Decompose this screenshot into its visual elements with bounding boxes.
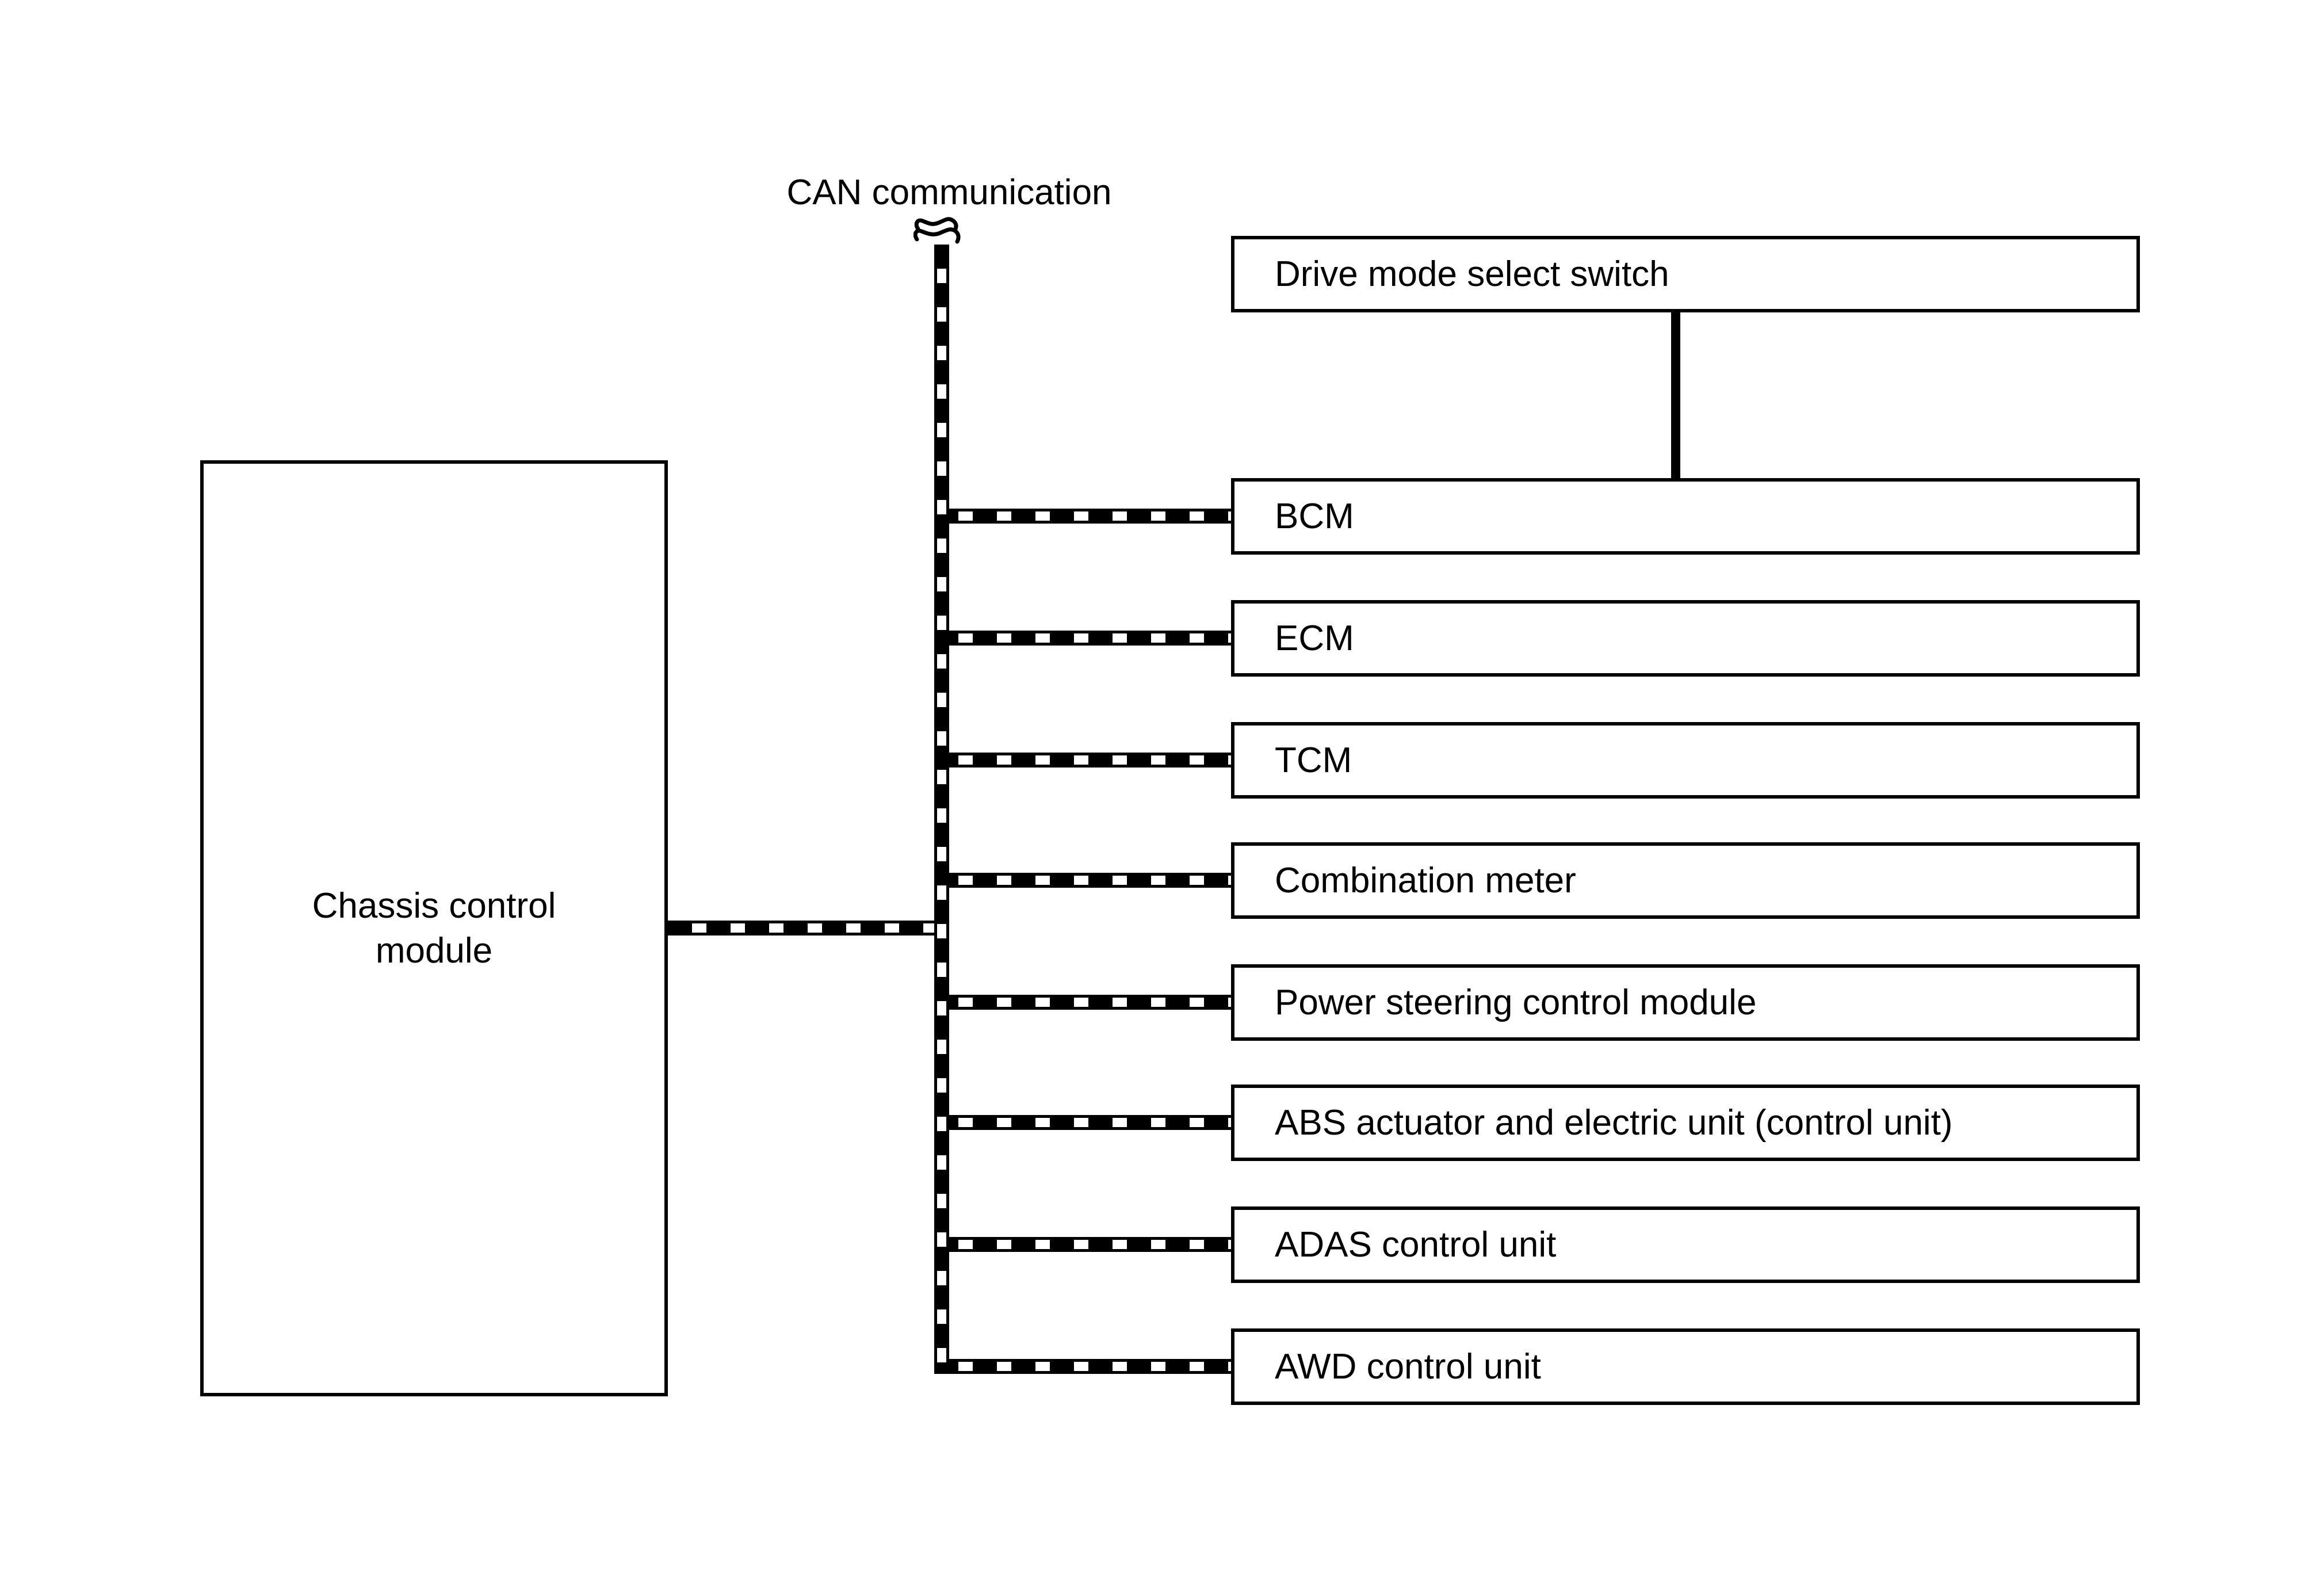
can-communication-label: CAN communication — [786, 173, 1112, 212]
ecu-label: BCM — [1275, 497, 1354, 536]
ecu-box-power-steering-control-module: Power steering control module — [1231, 964, 2140, 1041]
ecu-label: TCM — [1275, 740, 1352, 780]
can-branch-line-combination-meter — [934, 873, 1231, 888]
ecu-box-abs-actuator: ABS actuator and electric unit (control … — [1231, 1085, 2140, 1161]
can-branch-line-power-steering — [934, 995, 1231, 1010]
chassis-control-module-box: Chassis control module — [200, 460, 668, 1396]
can-branch-line-adas — [934, 1237, 1231, 1252]
can-branch-line-abs — [934, 1115, 1231, 1130]
drive-mode-select-switch-label: Drive mode select switch — [1275, 254, 1669, 294]
ecu-box-tcm: TCM — [1231, 722, 2140, 799]
can-branch-line-bcm — [934, 509, 1231, 524]
drive-mode-select-switch-box: Drive mode select switch — [1231, 236, 2140, 312]
ecu-label: Combination meter — [1275, 861, 1576, 900]
ecu-label: AWD control unit — [1275, 1347, 1541, 1387]
can-branch-line-tcm — [934, 753, 1231, 768]
can-branch-line-ecm — [934, 631, 1231, 646]
ecu-box-combination-meter: Combination meter — [1231, 842, 2140, 919]
ecu-box-awd-control-unit: AWD control unit — [1231, 1328, 2140, 1405]
can-branch-line-awd — [934, 1359, 1231, 1374]
ecu-label: ECM — [1275, 618, 1354, 658]
drive-mode-switch-connector-line — [1671, 312, 1680, 482]
ecu-box-adas-control-unit: ADAS control unit — [1231, 1206, 2140, 1283]
chassis-can-line — [668, 921, 949, 935]
ecu-label: Power steering control module — [1275, 983, 1757, 1022]
line-break-squiggle-icon — [913, 217, 961, 244]
ecu-box-ecm: ECM — [1231, 600, 2140, 677]
ecu-label: ADAS control unit — [1275, 1225, 1557, 1265]
can-trunk-line — [934, 245, 949, 1374]
ecu-label: ABS actuator and electric unit (control … — [1275, 1103, 1953, 1143]
ecu-box-bcm: BCM — [1231, 478, 2140, 555]
chassis-control-module-label: Chassis control module — [312, 885, 556, 971]
